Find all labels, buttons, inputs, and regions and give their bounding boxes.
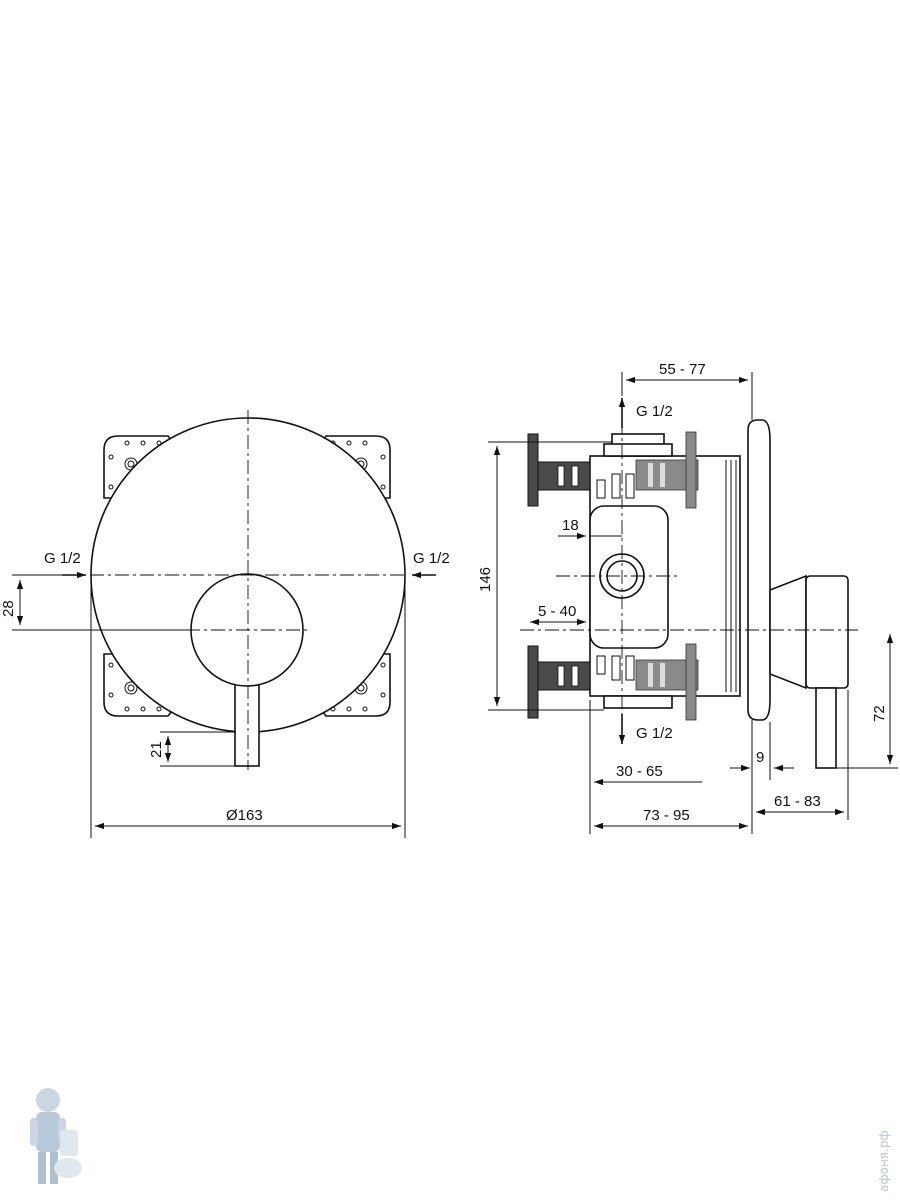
left-bracket-top: [527, 433, 539, 507]
top-nut: [603, 443, 673, 457]
dim-height-label: 146: [477, 567, 494, 592]
watermark-site-text: афоня.рф: [877, 1130, 891, 1192]
outlet-top-label: G 1/2: [636, 403, 673, 420]
dim-offset-label: 28: [0, 600, 17, 617]
body-thread: [725, 460, 737, 692]
lever-profile: [815, 687, 837, 769]
left-bracket-bottom: [527, 645, 539, 719]
right-arm-slots: [648, 463, 665, 687]
dim-72-label: 72: [871, 705, 888, 722]
right-bracket-bottom: [685, 643, 697, 721]
dim-61-83-label: 61 - 83: [774, 793, 821, 810]
handle-body-profile: [805, 575, 849, 689]
plumber-mascot-logo: [30, 1088, 82, 1184]
bottom-nut: [603, 695, 673, 709]
left-arm-slots: [557, 465, 579, 687]
side-view: G 1/2 G 1/2 55 - 77 146 18 5 - 40 30 - 6…: [477, 361, 898, 834]
cover-plate-profile: [747, 419, 771, 721]
guide-slots: [596, 473, 635, 681]
dim-lever-label: 21: [148, 741, 165, 758]
dim-9-label: 9: [756, 749, 764, 766]
dim-5-40-label: 5 - 40: [538, 603, 576, 620]
front-view: G 1/2 G 1/2 28 21 Ø163: [0, 410, 450, 838]
handle-base-profile: [769, 574, 807, 690]
dim-top-label: 55 - 77: [659, 361, 706, 378]
inlet-right-label: G 1/2: [413, 550, 450, 567]
dim-73-95-label: 73 - 95: [643, 807, 690, 824]
dim-diameter-label: Ø163: [226, 807, 263, 824]
right-bracket-top: [685, 431, 697, 509]
inlet-left-label: G 1/2: [44, 550, 81, 567]
dim-30-65-label: 30 - 65: [616, 763, 663, 780]
dim-18-label: 18: [562, 517, 579, 534]
lever-handle: [234, 671, 260, 767]
outlet-bottom-label: G 1/2: [636, 725, 673, 742]
